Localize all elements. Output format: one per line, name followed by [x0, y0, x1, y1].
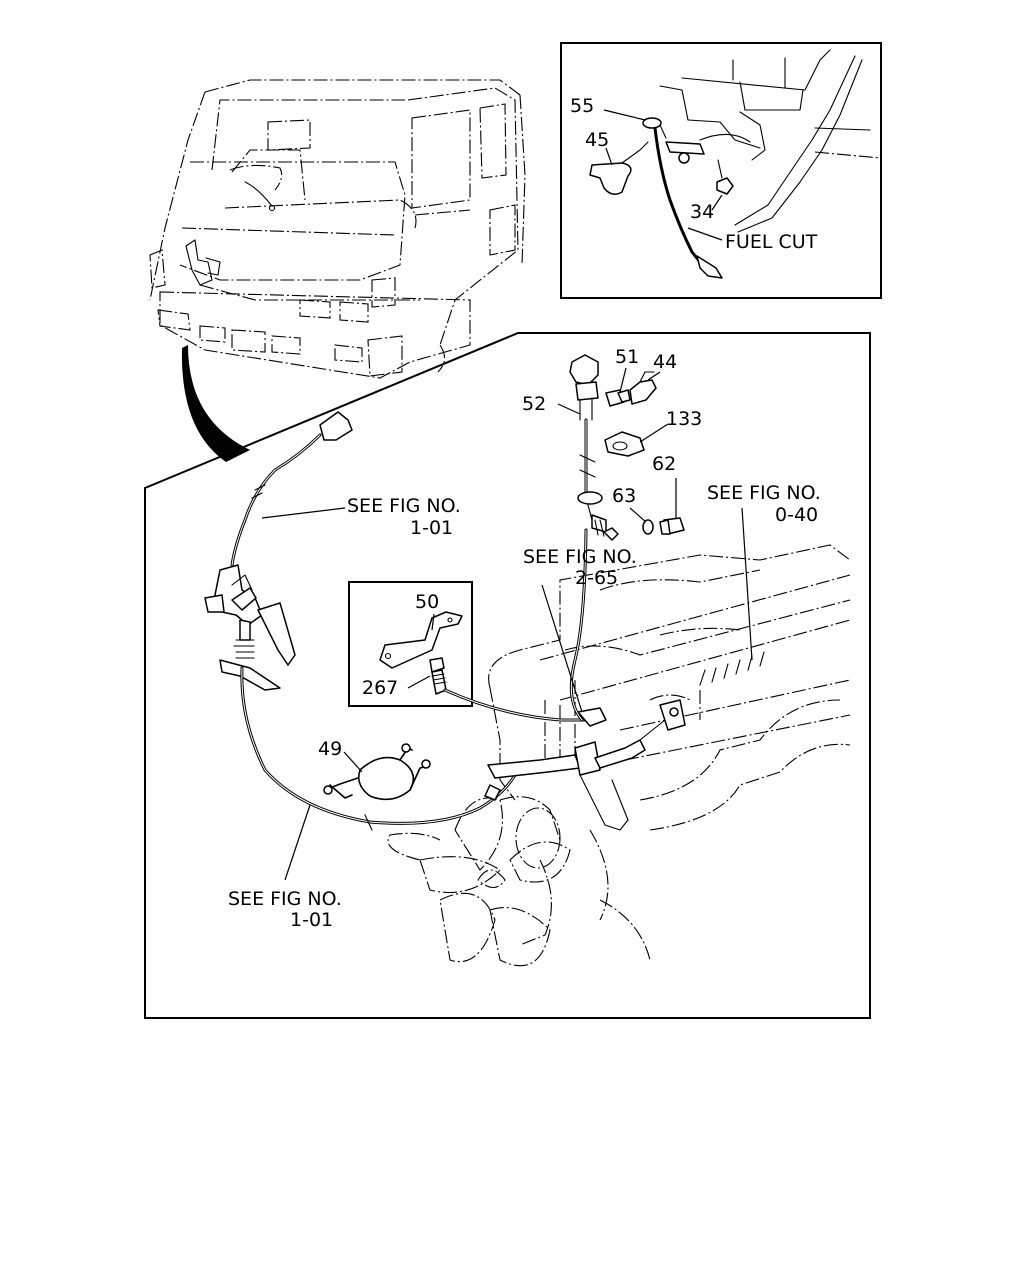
part-label-55: 55 — [570, 95, 594, 117]
pedal-bracket — [204, 564, 296, 691]
part-label-51: 51 — [615, 346, 639, 368]
part-label-50: 50 — [415, 591, 439, 613]
part-label-45: 45 — [585, 129, 609, 151]
main-view: 51 44 52 133 62 63 50 267 49 SEE FIG NO.… — [144, 332, 871, 1019]
ref-upper-cable-line2: 1-01 — [410, 517, 453, 539]
bracket-50-inset — [348, 581, 473, 707]
ref-fuel-line1: SEE FIG NO. — [523, 546, 637, 568]
part-label-49: 49 — [318, 738, 342, 760]
part-label-63: 63 — [612, 485, 636, 507]
part-label-44: 44 — [653, 351, 677, 373]
ref-engine-line1: SEE FIG NO. — [707, 482, 821, 504]
part-49-clamp — [323, 743, 431, 801]
detail-arrow — [181, 345, 250, 462]
fuel-cut-inset: 55 45 34 FUEL CUT — [560, 42, 882, 299]
part-label-133: 133 — [666, 408, 702, 430]
ref-upper-cable-line1: SEE FIG NO. — [347, 495, 461, 517]
ref-engine-line2: 0-40 — [775, 504, 818, 526]
part-label-62: 62 — [652, 453, 676, 475]
ref-fuel-line2: 2-65 — [575, 567, 618, 589]
part-label-34: 34 — [690, 201, 714, 223]
part-52-knob-cable — [569, 354, 619, 722]
truck-cab-drawing — [149, 79, 526, 379]
part-label-267: 267 — [362, 677, 398, 699]
ref-lower-cable-line2: 1-01 — [290, 909, 333, 931]
engine-drawing — [387, 544, 851, 967]
part-label-52: 52 — [522, 393, 546, 415]
fuel-cut-caption: FUEL CUT — [725, 231, 818, 253]
ref-lower-cable-line1: SEE FIG NO. — [228, 888, 342, 910]
